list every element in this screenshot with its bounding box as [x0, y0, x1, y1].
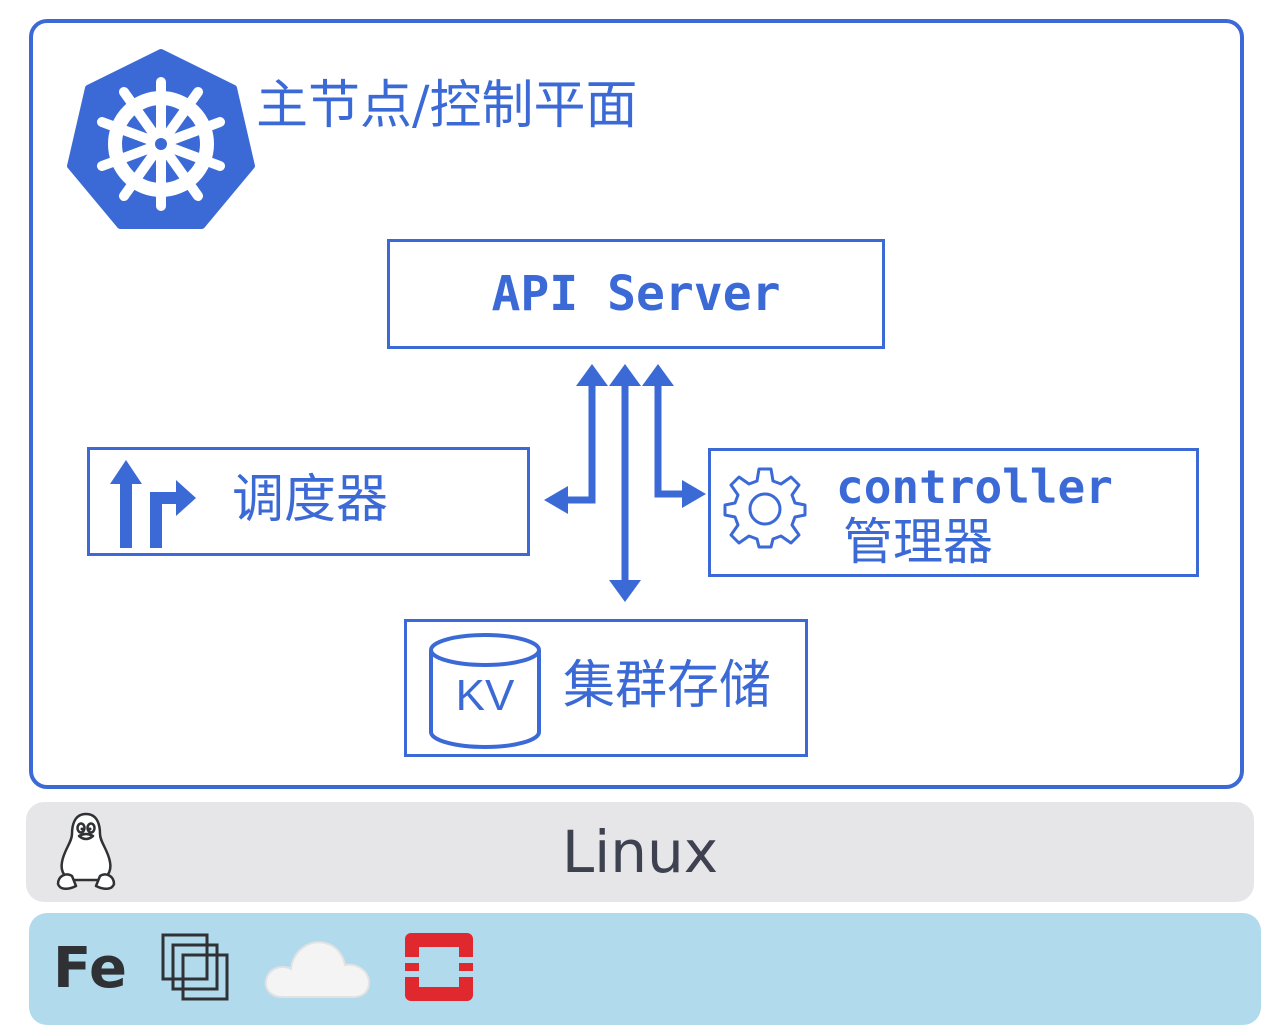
tux-penguin-icon [56, 812, 116, 890]
openstack-icon [405, 933, 473, 1001]
control-plane-title: 主节点/控制平面 [256, 76, 638, 136]
api-server-box: API Server [387, 239, 885, 349]
api-server-label: API Server [491, 266, 781, 322]
database-cylinder-icon [429, 633, 541, 749]
kubernetes-logo-icon [67, 49, 255, 229]
bare-metal-fe-label: Fe [53, 936, 127, 1001]
kv-icon-text: KV [455, 671, 515, 720]
manager-label: 管理器 [843, 513, 993, 571]
controller-manager-box: controller 管理器 [708, 448, 1199, 577]
scheduler-route-icon [110, 460, 196, 548]
cloud-icon [264, 941, 371, 998]
controller-label: controller [836, 460, 1113, 514]
cluster-storage-label: 集群存储 [563, 656, 772, 716]
cluster-storage-box: KV 集群存储 [404, 619, 808, 757]
infrastructure-layer: Fe [29, 913, 1261, 1025]
gear-icon [723, 467, 807, 549]
linux-layer: Linux [26, 802, 1254, 902]
virtual-machine-icon [161, 933, 229, 1001]
scheduler-box: 调度器 [87, 447, 530, 556]
scheduler-label: 调度器 [232, 470, 389, 530]
linux-label: Linux [561, 818, 719, 886]
